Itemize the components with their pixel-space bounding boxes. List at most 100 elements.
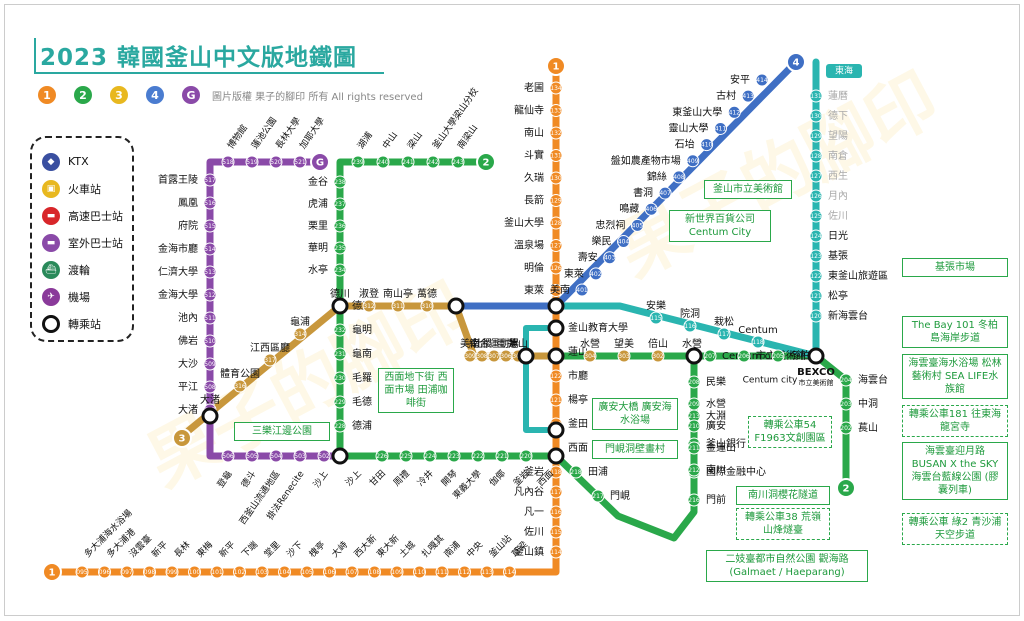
line-4-station-label: 靈山大學 <box>668 121 708 134</box>
line-2-station <box>333 219 347 233</box>
line-2-station <box>375 449 389 463</box>
station-code: 116 <box>550 509 562 516</box>
line-2-station <box>687 375 701 389</box>
terminus-badge-label: 3 <box>179 434 186 445</box>
line-3-station <box>293 327 307 341</box>
callout-samrak[interactable]: 三樂江邊公園 <box>234 422 330 441</box>
transfer-station <box>517 347 535 365</box>
callout-gijang[interactable]: 基張市場 <box>902 258 1008 277</box>
station-code: 521 <box>294 159 306 166</box>
line-2-station-label: 栗里 <box>308 220 328 232</box>
station-code: 129 <box>550 198 562 205</box>
copyright-text: 圖片版權 果子的腳印 所有 All rights reserved <box>212 91 423 103</box>
callout-igidae[interactable]: 二妓臺都市自然公園 觀海路 (Galmaet / Haeparang) <box>706 550 868 582</box>
line-4-station <box>713 121 727 135</box>
station-code: 409 <box>687 158 699 165</box>
station-code: 210 <box>688 423 700 430</box>
callout-gwangan[interactable]: 廣安大橋 廣安海水浴場 <box>592 398 678 430</box>
station-code: 234 <box>334 267 346 274</box>
callout-museum[interactable]: 釜山市立美術館 <box>704 180 792 199</box>
callout-bay101[interactable]: The Bay 101 冬柏島海岸步道 <box>902 316 1008 348</box>
line-g-station <box>203 380 217 394</box>
east-line-station <box>683 319 697 333</box>
callout-book[interactable]: 門峴洞壁畫村 <box>592 440 678 459</box>
line-1-station-label: 長箭 <box>524 194 544 207</box>
station-code: 508 <box>204 384 216 391</box>
line-1-station-label: 凡一 <box>524 506 544 518</box>
line-4-station <box>741 89 755 103</box>
line-4-station-label: 石坮 <box>675 138 695 151</box>
station-code: 504 <box>270 453 282 460</box>
line-3-badge[interactable]: 3 <box>110 86 128 104</box>
line-3-station-label: 淑登 <box>359 287 379 300</box>
station-code: 111 <box>436 569 448 576</box>
transfer-station <box>547 447 565 465</box>
callout-bluetrain[interactable]: 海雲臺迎月路 BUSAN X the SKY 海雲台藍線公園 (膠囊列車) <box>902 442 1008 500</box>
line-g-station <box>203 357 217 371</box>
station-code: 114 <box>550 549 562 556</box>
line-g-station-label: 德斗 <box>238 468 258 490</box>
line-1-station-label: 釜山大學 <box>504 216 544 229</box>
legend-label: 機場 <box>68 290 90 304</box>
line-2-station-label: 開琴 <box>439 468 460 489</box>
line-1-station-label: 槐亭 <box>306 539 327 560</box>
station-code: 513 <box>204 269 216 276</box>
east-line-station-label: 望陽 <box>828 129 848 142</box>
line-2-station-label: 冷井 <box>415 467 436 488</box>
east-line-station-label: 德下 <box>828 109 848 122</box>
callout-bus181[interactable]: 轉乘公車181 往東海龍宮寺 <box>902 405 1008 437</box>
line-4-station <box>644 202 658 216</box>
line-2-station-label: 梁山 <box>405 130 425 152</box>
line-1-station-label: 西大新 <box>351 532 379 560</box>
station-code: 224 <box>424 453 436 460</box>
callout-namcheon[interactable]: 南川洞櫻花隧道 <box>736 486 830 505</box>
line-g-station <box>203 288 217 302</box>
line-1-station <box>458 565 471 579</box>
line-2-station <box>771 349 785 363</box>
legend-label: 高速巴士站 <box>68 209 123 223</box>
legend-label: 火車站 <box>68 182 101 196</box>
line-g-station-label: 大渚 <box>178 403 198 416</box>
line-g-station-label: 加耶大學 <box>297 115 327 151</box>
callout-bus2[interactable]: 轉乘公車 綠2 青沙浦天空步道 <box>902 513 1008 545</box>
station-code: 505 <box>246 453 258 460</box>
callout-bus54[interactable]: 轉乘公車54 F1963文創園區 <box>748 416 832 448</box>
line-2-station <box>687 493 701 507</box>
line-2-badge[interactable]: 2 <box>74 86 92 104</box>
station-code: 118 <box>752 339 764 346</box>
callout-seomyeon[interactable]: 西面地下街 西面市場 田浦咖啡街 <box>378 368 454 413</box>
line-1-station <box>143 565 156 579</box>
station-code: 128 <box>550 220 562 227</box>
line-badges: 1 2 3 4 G 圖片版權 果子的腳印 所有 All rights reser… <box>38 86 423 104</box>
line-g-station <box>245 449 259 463</box>
station-code: 312 <box>363 303 375 310</box>
station-code: 206 <box>738 353 750 360</box>
line-1-station <box>549 505 563 519</box>
station-code: 114 <box>504 569 516 576</box>
east-line-station-label: 佐川 <box>828 210 848 222</box>
station-code: 515 <box>204 223 216 230</box>
line-2-station-label: 湖浦 <box>355 130 375 152</box>
callout-centum[interactable]: 新世界百貨公司 Centum City <box>669 210 771 242</box>
line-1-badge[interactable]: 1 <box>38 86 56 104</box>
station-code: 231 <box>334 351 346 358</box>
transfer-station <box>547 421 565 439</box>
line-2-station <box>333 419 347 433</box>
station-code: 225 <box>400 453 412 460</box>
callout-bus38[interactable]: 轉乘公車38 荒嶺山烽燧臺 <box>736 508 830 540</box>
line-2-station <box>737 349 751 363</box>
station-code: 207 <box>704 353 716 360</box>
station-code: 130 <box>550 175 562 182</box>
line-3-station <box>391 299 405 313</box>
line-2-station-label: 中山 <box>380 130 400 152</box>
line-1-station-label: 斗實 <box>524 149 544 162</box>
line-3-station-label: 望美 <box>614 337 634 350</box>
line-4-station <box>617 235 631 249</box>
line-1-station <box>323 565 336 579</box>
line-4-badge[interactable]: 4 <box>146 86 164 104</box>
callout-haeundae[interactable]: 海雲臺海水浴場 松林藝術村 SEA LIFE水族館 <box>902 354 1008 399</box>
station-code: 310 <box>421 303 433 310</box>
line-1-station <box>549 194 563 207</box>
line-g-badge[interactable]: G <box>182 86 200 104</box>
line-1-station-label: 凡內谷 <box>514 486 544 498</box>
